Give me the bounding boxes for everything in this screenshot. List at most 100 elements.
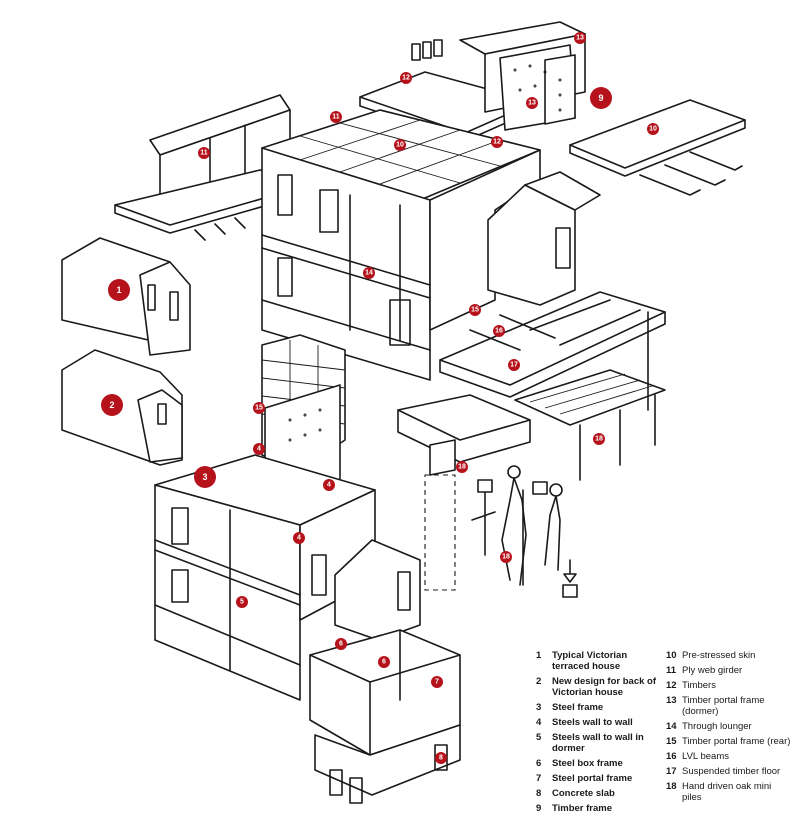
- legend-number: 13: [666, 695, 677, 706]
- marker-9-timber-frame: 9: [590, 87, 612, 109]
- legend-text: LVL beams: [682, 751, 729, 762]
- marker-6-steel-box-frame: 6: [378, 656, 390, 668]
- svg-text:2: 2: [109, 400, 114, 410]
- legend-item: 3 Steel frame: [536, 702, 662, 713]
- svg-text:12: 12: [402, 75, 410, 82]
- legend-column-left: 1 Typical Victorian terraced house 2 New d…: [536, 650, 662, 818]
- marker-4-steels-wall: 4: [323, 479, 335, 491]
- legend-number: 2: [536, 676, 542, 687]
- marker-14-through-lounger: 14: [363, 267, 375, 279]
- marker-10-prestressed-skin: 10: [647, 123, 659, 135]
- legend-item: 11 Ply web girder: [666, 665, 792, 676]
- legend-number: 16: [666, 751, 677, 762]
- svg-text:17: 17: [510, 362, 518, 369]
- legend-text: Pre-stressed skin: [682, 650, 756, 661]
- timber-frame-upper: [261, 109, 666, 481]
- legend-item: 6 Steel box frame: [536, 758, 662, 769]
- victorian-houses: [61, 237, 191, 466]
- legend-text: Timbers: [682, 680, 716, 691]
- workers-figure: [471, 465, 578, 598]
- legend-text: Through lounger: [682, 721, 752, 732]
- marker-3-steel-frame: 3: [194, 466, 216, 488]
- legend-number: 7: [536, 773, 542, 784]
- marker-15-rear-portal: 15: [469, 304, 481, 316]
- marker-13-dormer-portal: 13: [526, 97, 538, 109]
- legend-number: 12: [666, 680, 677, 691]
- marker-17-suspended-floor: 17: [508, 359, 520, 371]
- marker-4-steels-wall: 4: [293, 532, 305, 544]
- legend-text: Steel portal frame: [552, 773, 633, 784]
- marker-18-oak-piles: 18: [456, 461, 468, 473]
- marker-18-oak-piles: 18: [593, 433, 605, 445]
- legend-text: Suspended timber floor: [682, 766, 781, 777]
- svg-text:5: 5: [240, 599, 244, 606]
- svg-text:6: 6: [339, 641, 343, 648]
- marker-5-dormer-steels: 5: [236, 596, 248, 608]
- legend-number: 17: [666, 766, 677, 777]
- roof-assembly: [114, 21, 746, 241]
- legend-item: 12 Timbers: [666, 680, 792, 691]
- marker-10-prestressed-skin: 10: [394, 139, 406, 151]
- marker-7-steel-portal-frame: 7: [431, 676, 443, 688]
- legend-number: 9: [536, 803, 542, 814]
- marker-6-steel-box-frame: 6: [335, 638, 347, 650]
- legend-item: 4 Steels wall to wall: [536, 717, 662, 728]
- svg-text:1: 1: [116, 285, 121, 295]
- callout-markers: 13 12 11 13 9 10 11 10 12 1 14 15 16 17 …: [101, 32, 659, 764]
- legend-text: Steel box frame: [552, 758, 623, 769]
- marker-8-concrete-slab: 8: [435, 752, 447, 764]
- marker-11-ply-girder: 11: [198, 147, 210, 159]
- svg-text:10: 10: [396, 142, 404, 149]
- legend-number: 3: [536, 702, 542, 713]
- legend-text: Steel frame: [552, 702, 604, 713]
- legend-number: 15: [666, 736, 677, 747]
- marker-4-steels-wall: 4: [253, 443, 265, 455]
- svg-text:8: 8: [439, 755, 443, 762]
- legend-item: 7 Steel portal frame: [536, 773, 662, 784]
- marker-11-ply-girder: 11: [330, 111, 342, 123]
- legend-text: Hand driven oak mini piles: [682, 781, 772, 803]
- marker-16-lvl-beams: 16: [493, 325, 505, 337]
- svg-text:13: 13: [528, 100, 536, 107]
- legend-number: 14: [666, 721, 677, 732]
- svg-text:9: 9: [598, 93, 603, 103]
- legend-number: 18: [666, 781, 677, 792]
- legend-item: 13 Timber portal frame (dormer): [666, 695, 792, 717]
- legend-item: 2 New design for back of Victorian house: [536, 676, 662, 698]
- legend: 1 Typical Victorian terraced house 2 New d…: [536, 650, 798, 825]
- legend-number: 6: [536, 758, 542, 769]
- svg-text:18: 18: [458, 464, 466, 471]
- legend-text: Timber frame: [552, 803, 613, 814]
- svg-text:10: 10: [649, 126, 657, 133]
- legend-number: 4: [536, 717, 542, 728]
- svg-text:18: 18: [595, 436, 603, 443]
- legend-text: Timber portal frame (rear): [682, 736, 791, 747]
- legend-text: New design for back of Victorian house: [552, 676, 656, 698]
- legend-number: 1: [536, 650, 542, 661]
- legend-number: 5: [536, 732, 542, 743]
- legend-text: Timber portal frame (dormer): [682, 695, 765, 717]
- legend-text: Ply web girder: [682, 665, 743, 676]
- svg-text:7: 7: [435, 679, 439, 686]
- legend-item: 1 Typical Victorian terraced house: [536, 650, 662, 672]
- svg-text:16: 16: [495, 328, 503, 335]
- legend-number: 11: [666, 665, 677, 676]
- steel-frame-lower: [154, 454, 461, 804]
- legend-text: Steels wall to wall in dormer: [552, 732, 644, 754]
- legend-number: 8: [536, 788, 542, 799]
- legend-text: Concrete slab: [552, 788, 615, 799]
- svg-text:15: 15: [471, 307, 479, 314]
- legend-item: 17 Suspended timber floor: [666, 766, 792, 777]
- svg-text:4: 4: [327, 482, 331, 489]
- legend-text: Typical Victorian terraced house: [552, 650, 628, 672]
- marker-12-timbers: 12: [400, 72, 412, 84]
- svg-text:4: 4: [257, 446, 261, 453]
- marker-2-new-design: 2: [101, 394, 123, 416]
- legend-text: Steels wall to wall: [552, 717, 633, 728]
- marker-1-victorian-house: 1: [108, 279, 130, 301]
- legend-item: 9 Timber frame: [536, 803, 662, 814]
- svg-text:15: 15: [255, 405, 263, 412]
